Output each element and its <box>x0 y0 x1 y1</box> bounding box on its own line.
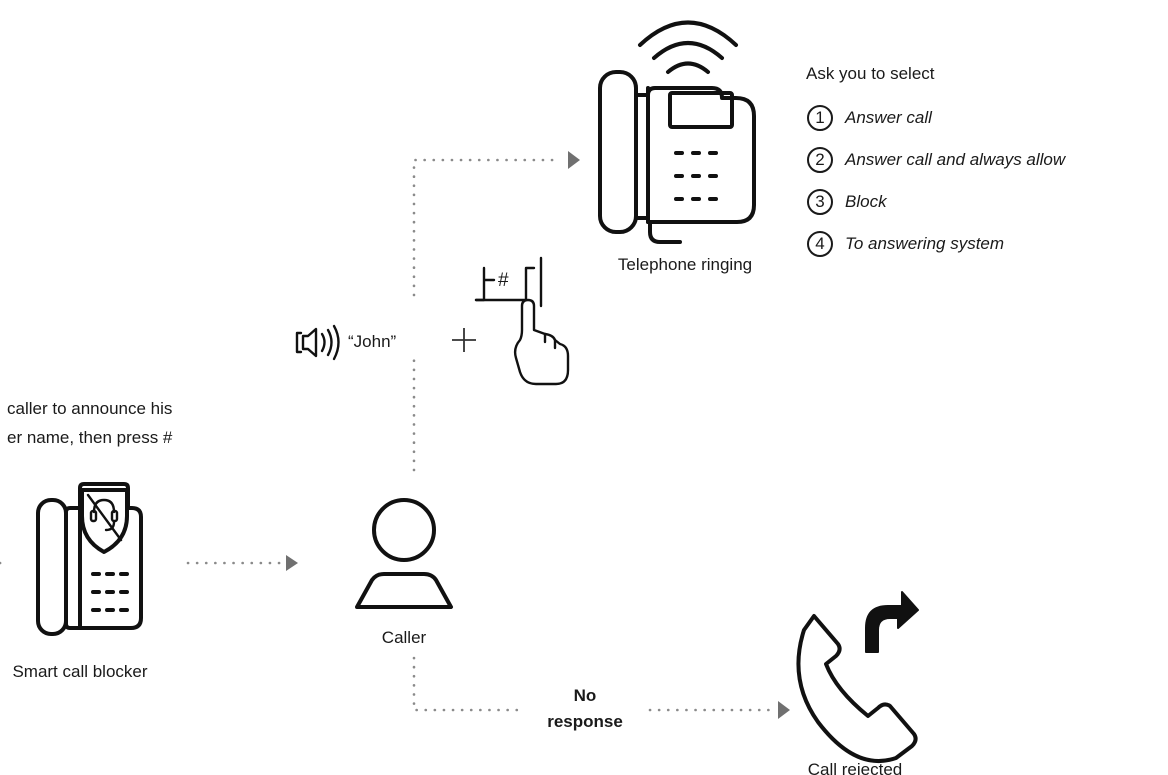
connector-caller-to-phone <box>412 158 560 472</box>
option-number: 2 <box>807 147 833 173</box>
announce-prompt-line-1: caller to announce his <box>7 399 173 418</box>
no-response-line-1: No <box>573 686 597 705</box>
option-number: 3 <box>807 189 833 215</box>
handset-reject-arrow-icon <box>796 591 919 764</box>
arrowhead-to-caller <box>286 555 298 571</box>
person-icon <box>355 498 453 609</box>
smart-call-blocker-label: Smart call blocker <box>12 662 148 681</box>
connector-caller-to-no-response <box>412 656 524 712</box>
announce-prompt-line-2: er name, then press # <box>7 428 173 447</box>
call-rejected-label: Call rejected <box>807 760 903 775</box>
caller-label: Caller <box>381 628 427 647</box>
speaker-icon <box>295 324 340 361</box>
arrowhead-to-phone <box>568 151 580 169</box>
hash-key-label: # <box>498 270 509 291</box>
option-1: 1 Answer call <box>807 104 932 132</box>
finger-press-hash-key-icon <box>474 256 570 386</box>
smart-call-blocker-phone-icon <box>36 482 143 636</box>
plus-sign <box>452 328 476 352</box>
option-text: Block <box>845 192 887 211</box>
options-heading: Ask you to select <box>806 64 935 83</box>
option-number: 4 <box>807 231 833 257</box>
option-2: 2 Answer call and always allow <box>807 146 1065 174</box>
option-text: To answering system <box>845 234 1005 253</box>
option-4: 4 To answering system <box>807 230 1004 258</box>
option-number: 1 <box>807 105 833 131</box>
ringing-desk-phone-icon <box>598 20 756 244</box>
connectors <box>0 151 790 719</box>
announced-name: “John” <box>348 332 397 351</box>
arrowhead-to-rejected <box>778 701 790 719</box>
option-3: 3 Block <box>807 188 887 216</box>
no-response-line-2: response <box>547 712 623 731</box>
option-text: Answer call <box>845 108 932 127</box>
option-text: Answer call and always allow <box>845 150 1066 169</box>
telephone-ringing-label: Telephone ringing <box>617 255 753 274</box>
